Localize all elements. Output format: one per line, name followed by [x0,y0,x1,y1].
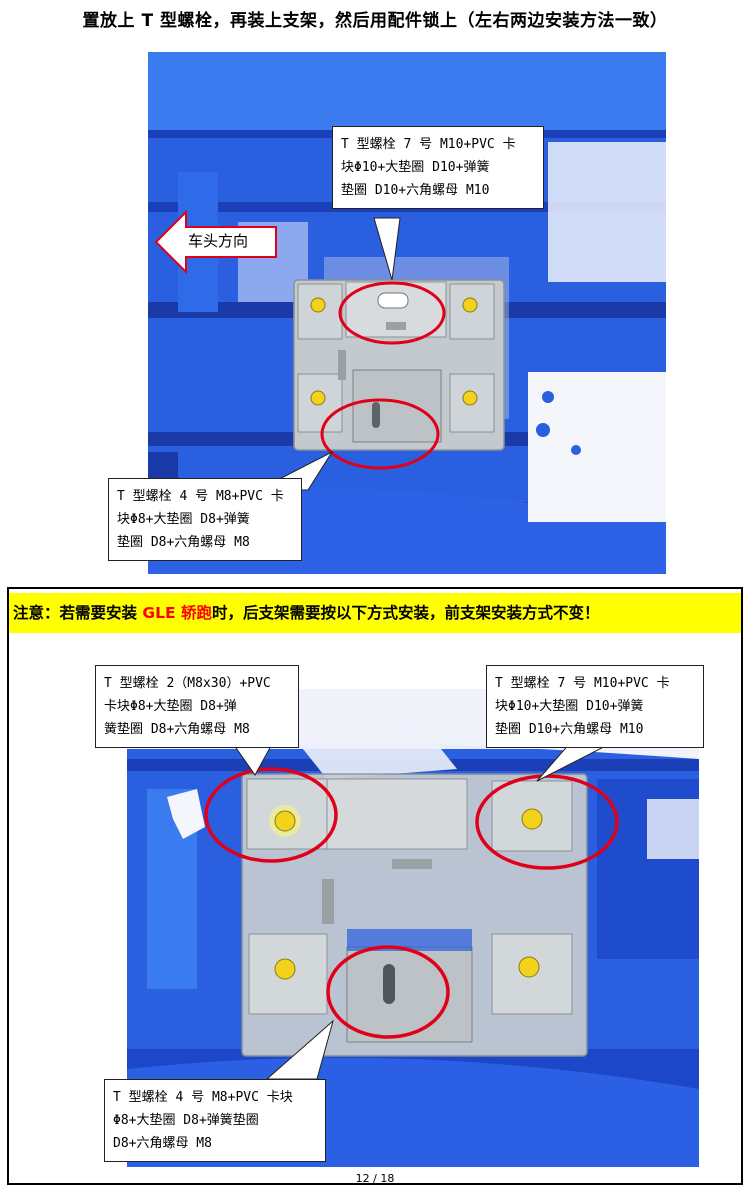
lower-bolt-marker [320,398,440,470]
top-callout-lower-bolt: T 型螺栓 4 号 M8+PVC 卡 块Φ8+大垫圈 D8+弹簧 垫圈 D8+六… [108,478,302,561]
bottom-callout-right-bolt: T 型螺栓 7 号 M10+PVC 卡 块Φ10+大垫圈 D10+弹簧 垫圈 D… [486,665,704,748]
left-bolt-marker [204,767,338,863]
bottom-bolt-marker [326,945,450,1039]
gle-bracket [241,773,588,1057]
page-title: 置放上 T 型螺栓，再装上支架，然后用配件锁上（左右两边安装方法一致） [82,11,668,31]
bottom-callout-left-bolt: T 型螺栓 2（M8x30）+PVC 卡块Φ8+大垫圈 D8+弹 簧垫圈 D8+… [95,665,299,748]
gle-coupe-notice-section: 注意：若需要安装 GLE 轿跑时，后支架需要按以下方式安装，前支架安装方式不变！ [7,587,743,1185]
notice-model-highlight: GLE 轿跑 [142,604,212,622]
front-direction-arrow-icon [154,209,277,275]
top-callout-upper-bolt: T 型螺栓 7 号 M10+PVC 卡 块Φ10+大垫圈 D10+弹簧 垫圈 D… [332,126,544,209]
gle-coupe-notice: 注意：若需要安装 GLE 轿跑时，后支架需要按以下方式安装，前支架安装方式不变！ [9,593,741,633]
bottom-callout-lower-bolt: T 型螺栓 4 号 M8+PVC 卡块 Φ8+大垫圈 D8+弹簧垫圈 D8+六角… [104,1079,326,1162]
front-direction-label: 车头方向 [188,232,249,250]
page-number: 12 / 18 [355,1172,395,1185]
upper-bolt-marker [338,281,446,345]
